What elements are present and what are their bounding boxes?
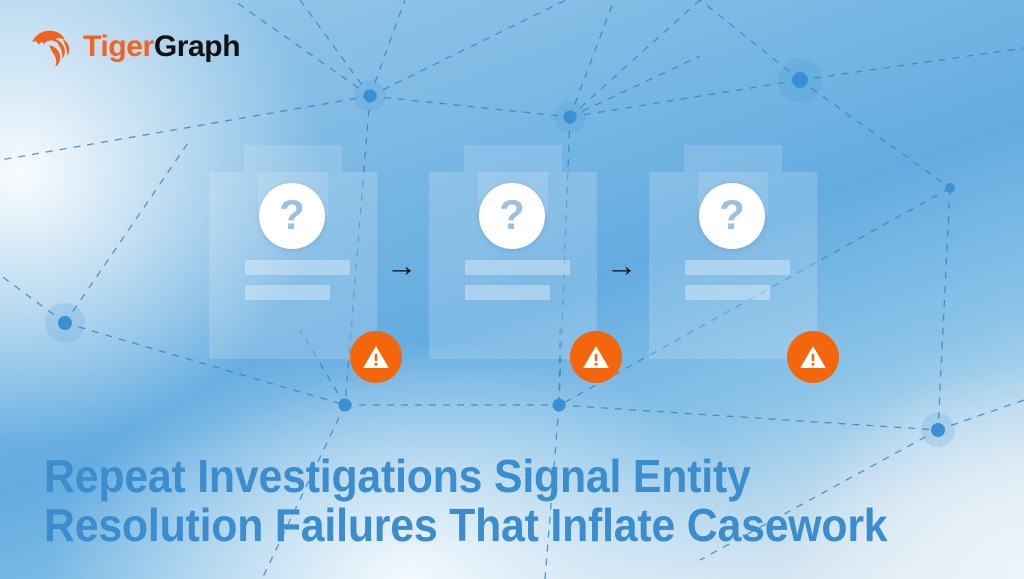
case-document-card-2: ? [429,145,597,359]
document-text-line [685,285,770,300]
warning-triangle-icon [800,346,826,368]
warning-badge-3 [787,331,839,383]
document-text-line [465,285,550,300]
document-tab [464,145,562,172]
unknown-identity-bubble: ? [479,183,545,249]
tiger-head-icon [32,30,70,67]
question-mark-glyph: ? [279,190,305,238]
document-tab [684,145,782,172]
case-document-card-1: ? [209,145,377,359]
unknown-identity-bubble: ? [699,183,765,249]
wordmark-tiger: Tiger [83,30,154,63]
warning-triangle-icon [363,346,389,368]
document-tab [244,145,342,172]
headline-line-1: Repeat Investigations Signal Entity [44,450,751,502]
document-text-line [245,285,330,300]
tigergraph-logo[interactable]: TigerGraph [28,24,241,70]
graph-nodes [45,58,955,447]
unknown-identity-bubble: ? [259,183,325,249]
document-text-line [685,260,790,275]
flow-arrow-icon: → [606,248,637,283]
warning-triangle-icon [583,346,609,368]
document-flow-illustration: ? ? ? → → [0,145,1024,385]
case-document-card-3: ? [649,145,817,359]
document-text-line [465,260,570,275]
flow-arrow-icon: → [386,248,417,283]
question-mark-glyph: ? [719,190,745,238]
tigergraph-wordmark: TigerGraph [83,30,241,63]
question-mark-glyph: ? [499,190,525,238]
headline-line-2: Resolution Failures That Inflate Casewor… [44,499,888,552]
wordmark-graph: Graph [153,30,241,63]
document-text-line [245,260,350,275]
warning-badge-2 [570,331,622,383]
warning-badge-1 [350,331,402,383]
page-title: Repeat Investigations Signal Entity Reso… [44,450,918,552]
